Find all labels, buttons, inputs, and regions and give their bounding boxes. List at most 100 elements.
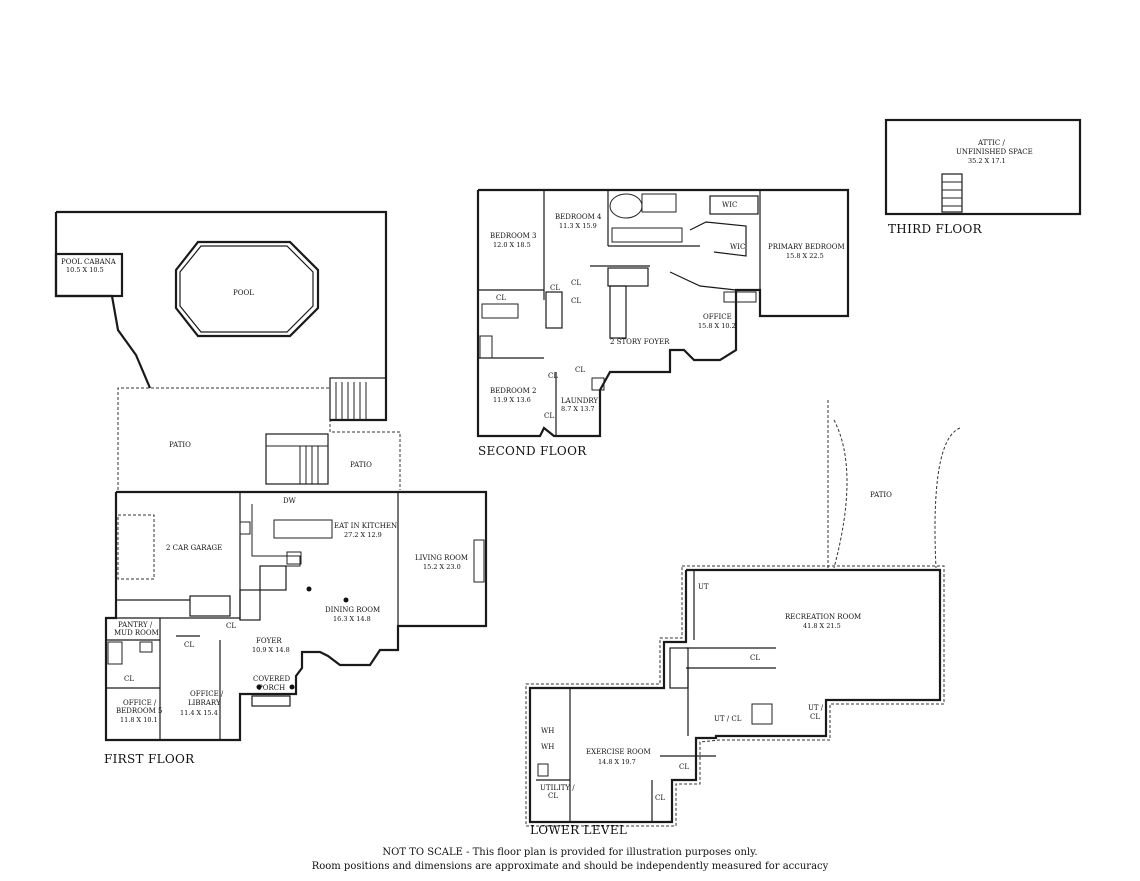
garage-slab [117, 514, 155, 580]
patio-lower-label: PATIO [870, 491, 892, 499]
disclaimer-line-2: Room positions and dimensions are approx… [312, 861, 829, 872]
wh-label: WH [541, 727, 554, 735]
lower-level-exterior [528, 568, 942, 824]
first-floor-exterior [104, 490, 488, 742]
kitchen-island [273, 519, 333, 539]
pool-label: POOL [233, 289, 254, 297]
patio-lower-arc-2 [934, 427, 961, 569]
lower-level-foundation [525, 565, 945, 827]
second-stairs-b [609, 285, 627, 339]
second-floor-plan [476, 188, 850, 438]
attic-walls [884, 118, 1082, 216]
pool-cabana-walls [54, 252, 124, 298]
garage-label: 2 CAR GARAGE [166, 544, 222, 552]
cl-label: CL [544, 412, 554, 420]
lower-shower [751, 703, 773, 725]
bedroom2-label: BEDROOM 2 [490, 387, 536, 395]
foyer-label: FOYER [256, 637, 282, 645]
third-floor-plan [884, 118, 1082, 216]
two-story-foyer-label: 2 STORY FOYER [610, 338, 670, 346]
second-floor-exterior [476, 188, 850, 438]
cl-label: CL [575, 366, 585, 374]
lower-level-title: LOWER LEVEL [530, 823, 627, 837]
utility-label-2: CL [548, 792, 558, 800]
pantry-label-2: MUD ROOM [114, 629, 159, 637]
second-stairs [545, 291, 563, 329]
pool-fence-west [54, 212, 152, 389]
ut-label: UT [698, 583, 709, 591]
living-label: LIVING ROOM [415, 554, 468, 562]
patio-label: PATIO [169, 441, 191, 449]
recreation-dims: 41.8 X 21.5 [803, 622, 841, 630]
basement-stairs [259, 565, 287, 591]
pool-inner [179, 245, 314, 333]
kitchen-counter [251, 504, 301, 567]
attic-stairs [941, 173, 963, 213]
cl-label: CL [550, 284, 560, 292]
dining-dims: 16.3 X 14.8 [333, 615, 371, 623]
cl-label: CL [184, 641, 194, 649]
pool-outline [174, 240, 320, 338]
cl-label: CL [571, 279, 581, 287]
dining-label: DINING ROOM [325, 606, 380, 614]
living-dims: 15.2 X 23.0 [423, 563, 461, 571]
ut-cl-label: UT / CL [714, 715, 742, 723]
pool-cabana-dims: 10.5 X 10.5 [66, 266, 104, 274]
office-bed5-dims: 11.8 X 10.1 [120, 716, 158, 724]
cl-label: CL [679, 763, 689, 771]
office-bed5-label-2: BEDROOM 5 [116, 707, 162, 715]
patio-side-label: PATIO [350, 461, 372, 469]
shower [641, 193, 677, 213]
attic-label-2: UNFINISHED SPACE [956, 148, 1033, 156]
pool-cabana-label: POOL CABANA [61, 258, 117, 266]
patio-outline [117, 387, 401, 490]
exercise-dims: 14.8 X 19.7 [598, 758, 636, 766]
bedroom3-dims: 12.0 X 18.5 [493, 241, 531, 249]
pool-stairs [329, 377, 387, 421]
second-floor-title: SECOND FLOOR [478, 444, 587, 458]
bedroom2-dims: 11.9 X 13.6 [493, 396, 531, 404]
office2-label: OFFICE [703, 313, 732, 321]
first-floor-plan [54, 210, 488, 742]
ut-cl2-label-2: CL [810, 713, 820, 721]
attic-label-1: ATTIC / [977, 139, 1005, 147]
utility-label-1: UTILITY / [540, 784, 575, 792]
mud-sink [139, 641, 153, 653]
cl-label: CL [750, 654, 760, 662]
first-floor-title: FIRST FLOOR [104, 752, 195, 766]
laundry-label: LAUNDRY [561, 397, 598, 405]
cl-label: CL [496, 294, 506, 302]
office-bed5-label-1: OFFICE / [123, 699, 157, 707]
recreation-label: RECREATION ROOM [785, 613, 861, 621]
garage-stairs [189, 595, 231, 617]
patio-lower-arc [833, 419, 848, 569]
fridge [239, 521, 251, 535]
laundry-dims: 8.7 X 13.7 [561, 405, 595, 413]
attic-dims: 35.2 X 17.1 [968, 157, 1006, 165]
ut-cl2-label-1: UT / [808, 704, 824, 712]
porch-label-2: PORCH [258, 684, 285, 692]
range [286, 551, 302, 565]
office2-dims: 15.8 X 10.2 [698, 322, 736, 330]
foyer-dims: 10.9 X 14.8 [252, 646, 290, 654]
wh-label: WH [541, 743, 554, 751]
wic-label: WIC [722, 201, 737, 209]
library-dims: 11.4 X 15.4 [180, 709, 218, 717]
kitchen-dims: 27.2 X 12.9 [344, 531, 382, 539]
cl-label: CL [226, 622, 236, 630]
deck-stairs [265, 433, 329, 485]
primary-label: PRIMARY BEDROOM [768, 243, 845, 251]
disclaimer-line-1: NOT TO SCALE - This floor plan is provid… [382, 847, 757, 858]
third-floor-title: THIRD FLOOR [888, 222, 983, 236]
office-desk [723, 291, 757, 303]
bedroom4-label: BEDROOM 4 [555, 213, 602, 221]
lower-stairs [669, 647, 689, 689]
vanity-2 [481, 303, 519, 319]
library-label-2: LIBRARY [188, 699, 221, 707]
bedroom4-dims: 11.3 X 15.9 [559, 222, 597, 230]
cl-label: CL [548, 372, 558, 380]
mud-shower [107, 641, 123, 665]
laundry-sink [591, 377, 605, 391]
cl-label: CL [571, 297, 581, 305]
